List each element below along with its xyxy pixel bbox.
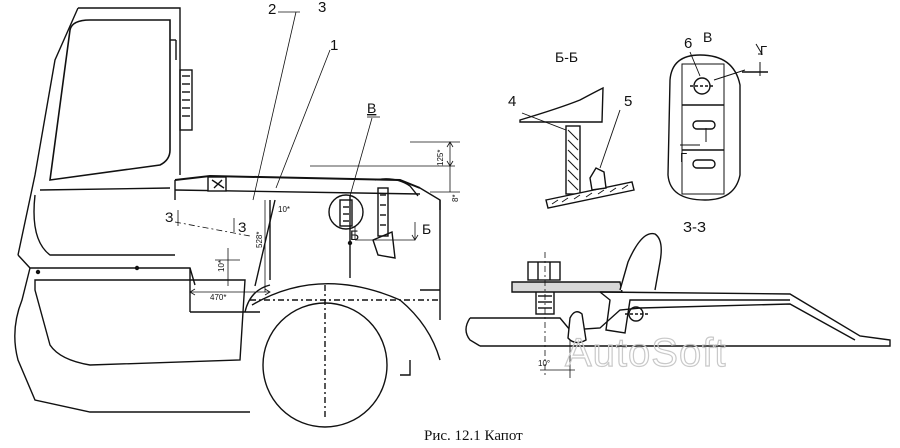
- section-title-bb: Б-Б: [555, 49, 578, 65]
- callout-6: 6: [684, 35, 692, 52]
- section-zz: [465, 232, 891, 378]
- section-title-zz: З-З: [683, 219, 706, 236]
- tractor-side-view: [14, 7, 441, 428]
- view-mark-b-right: Б: [422, 221, 431, 237]
- view-mark-v: В: [367, 100, 376, 116]
- dim-528: 528*: [255, 232, 264, 248]
- callout-1: 1: [330, 37, 338, 54]
- view-marks: В Б Б З З Г Г: [165, 43, 767, 243]
- callout-5: 5: [624, 93, 632, 110]
- view-v: [667, 43, 768, 201]
- dim-10-b: 10*: [278, 205, 290, 214]
- watermark: AutoSoft: [565, 331, 726, 375]
- callout-4: 4: [508, 93, 516, 110]
- dim-125: 125*: [436, 150, 445, 166]
- view-mark-z-right: З: [238, 219, 246, 235]
- callout-3: 3: [318, 0, 326, 16]
- dimension-labels: 125* 8* 528* 470* 10* 10* 10°: [210, 150, 550, 368]
- section-titles: Б-Б В З-З: [555, 29, 712, 236]
- view-mark-z-left: З: [165, 209, 173, 225]
- view-mark-b-left: Б: [350, 227, 359, 243]
- section-bb: [519, 86, 635, 209]
- callout-labels: 1 2 3 4 5 6: [268, 0, 692, 110]
- dim-10-c: 10°: [538, 359, 550, 368]
- view-mark-g-inner: Г: [680, 150, 687, 165]
- dim-470: 470*: [210, 293, 226, 302]
- callout-2: 2: [268, 1, 276, 18]
- figure-caption: Рис. 12.1 Капот: [424, 428, 523, 444]
- dim-8: 8*: [451, 194, 460, 202]
- view-mark-g-top: Г: [760, 43, 767, 58]
- section-title-v: В: [703, 29, 712, 45]
- dimension-lines: [174, 11, 460, 296]
- dim-10-a: 10*: [217, 260, 226, 272]
